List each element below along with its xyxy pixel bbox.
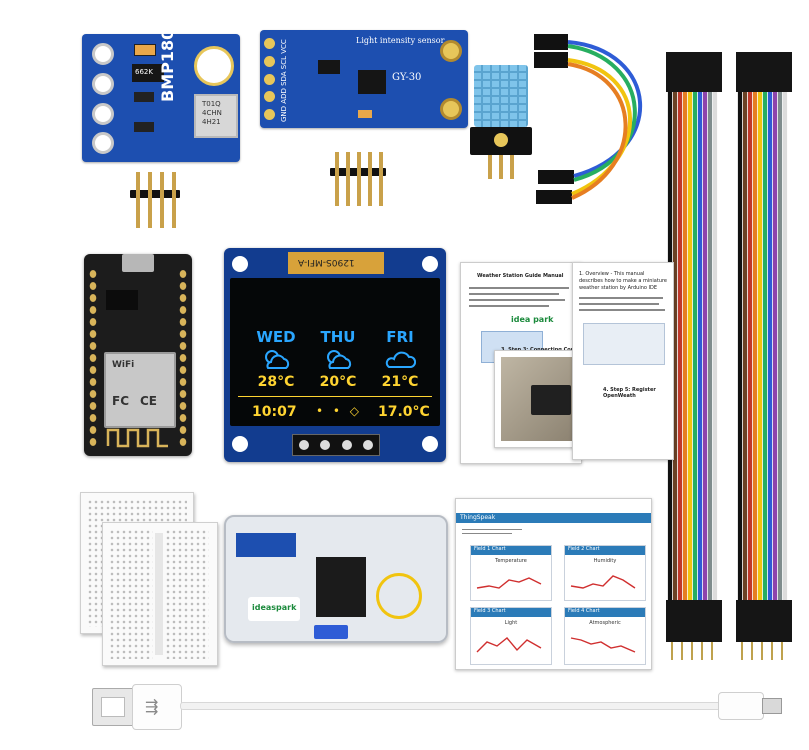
weather-temp: 20°C <box>319 374 357 390</box>
manual-title: Weather Station Guide Manual <box>477 273 564 279</box>
manual-page-2: 1. Overview - This manual describes how … <box>572 262 674 460</box>
header-pins-5 <box>330 152 386 208</box>
mount-hole <box>232 436 248 452</box>
oled-header-pins <box>292 434 380 456</box>
regulator-chip <box>318 60 340 74</box>
mount-hole <box>92 132 114 154</box>
clock-time: 10:07 <box>252 404 297 420</box>
light-sensor-chip <box>358 70 386 94</box>
gy30-light-sensor-module: GND ADD SDA SCL VCC Light intensity sens… <box>260 30 468 128</box>
oled-screen: WED THU FRI 28°C 20°C 21°C 10:07 • • ◇ 1… <box>230 278 440 426</box>
mount-hole <box>422 256 438 272</box>
micro-usb-plug <box>718 692 764 720</box>
module-in-box <box>236 533 296 557</box>
header-pins-4 <box>130 172 180 232</box>
dht11-board <box>470 127 532 155</box>
micro-usb-tip <box>762 698 782 714</box>
mount-hole <box>422 436 438 452</box>
weather-day: WED <box>256 328 296 346</box>
thingspeak-header-bar: ThingSpeak <box>456 513 651 523</box>
weather-day: THU <box>320 328 356 346</box>
gy30-model: GY-30 <box>392 72 422 83</box>
manual-overview: 1. Overview - This manual describes how … <box>579 271 668 291</box>
pcb-antenna <box>106 428 168 448</box>
oled-display-module: 1290S-MFI-A WED THU FRI 28°C 20°C 21°C 1… <box>224 248 446 462</box>
bmp180-sensor-chip: T01Q 4CHN 4H21 <box>194 94 238 138</box>
gy30-title: Light intensity sensor <box>356 36 445 45</box>
bmp180-label: BMP180 <box>158 28 177 102</box>
jumper-cable-bundle-left <box>666 52 722 660</box>
mount-hole <box>92 43 114 65</box>
box-latch <box>314 625 348 639</box>
current-temp: 17.0°C <box>378 404 430 420</box>
capacitor <box>358 110 372 118</box>
manual-brand: idea park <box>511 315 554 324</box>
box-label: ideaspark <box>248 597 300 621</box>
partly-cloudy-icon <box>265 350 290 369</box>
esp-12-shield: WiFi FC CE <box>104 352 176 428</box>
partly-cloudy-icon <box>327 350 352 369</box>
usb-a-plug <box>92 688 134 726</box>
resistor <box>134 122 154 132</box>
breadboard-front <box>102 522 218 666</box>
weather-temp: 28°C <box>257 374 295 390</box>
weather-temp: 21°C <box>381 374 419 390</box>
cloud-icon <box>385 351 416 368</box>
page-dots: • • ◇ <box>316 404 363 418</box>
mount-hole <box>440 40 462 62</box>
usb-plug-housing: ⇶ <box>132 684 182 730</box>
manual-step-5: 4. Step 5: Register OpenWeath <box>603 387 656 399</box>
thingspeak-chart-card: Field 1 Chart Temperature <box>470 545 552 601</box>
mount-hole-large <box>194 46 234 86</box>
micro-usb-port <box>122 254 154 272</box>
capacitor <box>134 44 156 56</box>
thingspeak-chart-card: Field 4 Chart Atmospheric <box>564 607 646 665</box>
pin-row-right <box>178 268 188 448</box>
wires-in-box <box>376 573 422 619</box>
esp8266-nodemcu-board: WiFi FC CE <box>84 254 192 456</box>
mount-hole <box>232 256 248 272</box>
divider-line <box>238 396 432 397</box>
dht11-housing <box>474 65 528 127</box>
regulator-chip: 662K <box>132 64 164 82</box>
bmp180-module: 662K BMP180 T01Q 4CHN 4H21 <box>82 29 240 162</box>
mount-hole <box>440 98 462 120</box>
usb-serial-chip <box>106 290 138 310</box>
mount-hole <box>92 73 114 95</box>
kit-storage-box: ideaspark <box>224 515 448 643</box>
thingspeak-dashboard-printout: ThingSpeak Field 1 Chart Temperature Fie… <box>455 498 652 670</box>
thingspeak-chart-card: Field 3 Chart Light <box>470 607 552 665</box>
board-in-box <box>316 557 366 617</box>
jumper-cable-bundle-right <box>736 52 792 660</box>
flex-cable: 1290S-MFI-A <box>288 252 384 274</box>
mount-hole <box>92 103 114 125</box>
usb-cable-wire <box>180 702 722 710</box>
jumper-wire-bundle-short <box>534 34 643 204</box>
gy30-pin-labels: GND ADD SDA SCL VCC <box>280 39 288 122</box>
thingspeak-chart-card: Field 2 Chart Humidity <box>564 545 646 601</box>
dht11-sensor <box>470 65 532 180</box>
resistor <box>134 92 154 102</box>
usb-icon: ⇶ <box>145 697 159 716</box>
pin-row-left <box>88 268 98 448</box>
weather-day: FRI <box>386 328 414 346</box>
